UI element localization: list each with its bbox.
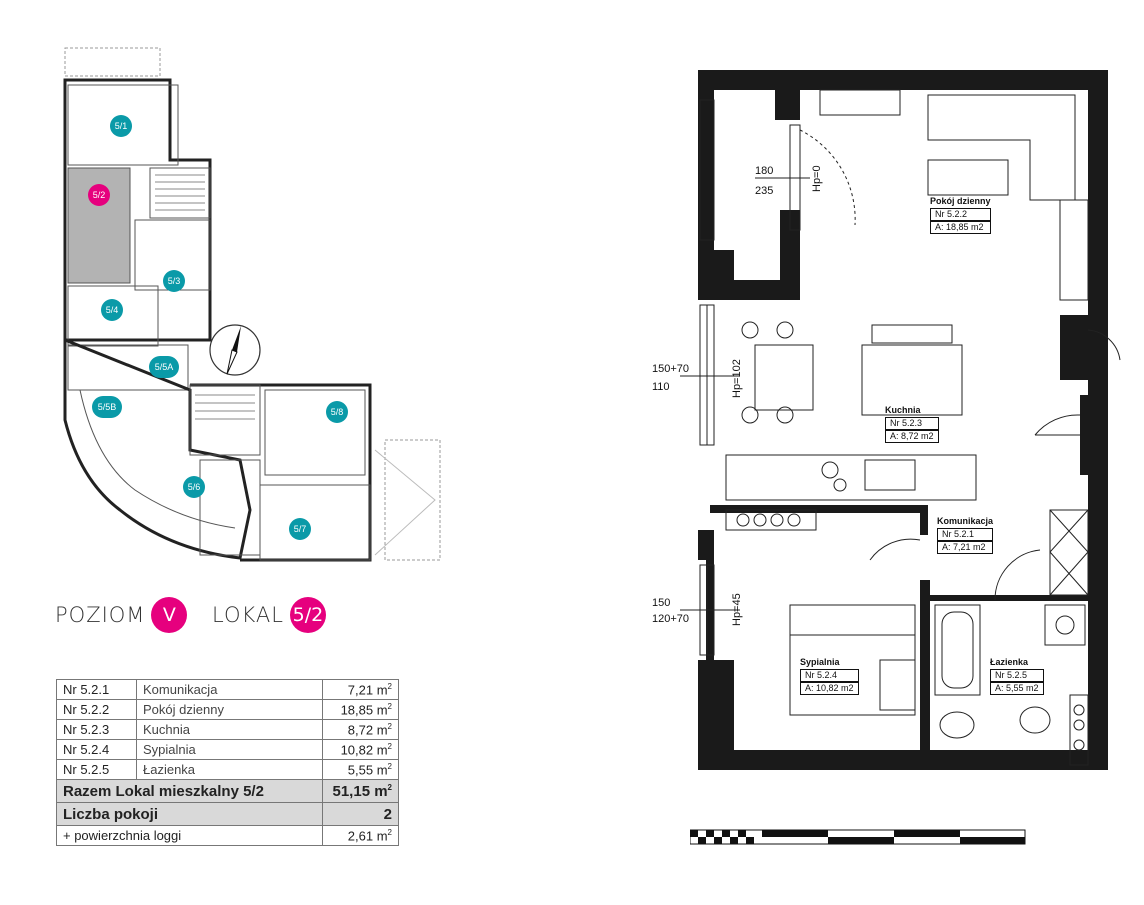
room-name: Pokój dzienny — [136, 699, 323, 720]
table-row: Nr 5.2.1 Komunikacja 7,21 m2 — [56, 679, 399, 700]
rooms-count-value: 2 — [322, 802, 399, 826]
unit-pin-5-7[interactable]: 5/7 — [289, 518, 311, 540]
total-label: Razem Lokal mieszkalny 5/2 — [56, 779, 323, 803]
table-row: Nr 5.2.2 Pokój dzienny 18,85 m2 — [56, 699, 399, 720]
room-nr: Nr 5.2.5 — [56, 759, 137, 780]
total-area: 51,15 m2 — [322, 779, 399, 803]
room-area: 5,55 m2 — [322, 759, 399, 780]
unit-word: LOKAL — [212, 603, 284, 627]
dim-bedroom-bottom: 120+70 — [652, 613, 690, 625]
unit-heading: LOKAL 5/2 — [212, 597, 326, 633]
dim-bedroom-hp: Hp=45 — [731, 593, 743, 626]
level-heading: POZIOM V — [55, 597, 188, 633]
unit-pin-5-1[interactable]: 5/1 — [110, 115, 132, 137]
loggia-row: + powierzchnia loggi 2,61 m2 — [56, 825, 399, 846]
room-name: Łazienka — [136, 759, 323, 780]
level-badge: V — [151, 597, 188, 633]
unit-pin-5-6[interactable]: 5/6 — [183, 476, 205, 498]
dim-bedroom-top: 150 — [652, 597, 671, 609]
unit-pin-5-4[interactable]: 5/4 — [101, 299, 123, 321]
room-name: Kuchnia — [136, 719, 323, 740]
label-hallway: Komunikacja Nr 5.2.1 A: 7,21 m2 — [937, 516, 994, 554]
room-area: 7,21 m2 — [322, 679, 399, 700]
room-name: Komunikacja — [136, 679, 323, 700]
room-nr: Nr 5.2.4 — [56, 739, 137, 760]
table-row: Nr 5.2.3 Kuchnia 8,72 m2 — [56, 719, 399, 740]
room-area: 18,85 m2 — [322, 699, 399, 720]
rooms-count-label: Liczba pokoji — [56, 802, 323, 826]
dim-loggia-bottom: 235 — [755, 185, 774, 197]
unit-pin-5-8[interactable]: 5/8 — [326, 401, 348, 423]
scale-bar-icon — [690, 829, 1026, 845]
label-living-room: Pokój dzienny Nr 5.2.2 A: 18,85 m2 — [930, 196, 991, 234]
dim-kitchen-bottom: 110 — [652, 381, 670, 393]
room-area: 8,72 m2 — [322, 719, 399, 740]
loggia-area: 2,61 m2 — [322, 825, 399, 846]
unit-pin-5-5a[interactable]: 5/5A — [149, 356, 179, 378]
room-nr: Nr 5.2.3 — [56, 719, 137, 740]
label-bedroom: Sypialnia Nr 5.2.4 A: 10,82 m2 — [800, 657, 859, 695]
unit-pin-5-3[interactable]: 5/3 — [163, 270, 185, 292]
rooms-count-row: Liczba pokoji 2 — [56, 802, 399, 826]
level-word: POZIOM — [55, 603, 146, 627]
unit-pin-5-2[interactable]: 5/2 — [88, 184, 110, 206]
dim-loggia-hp: Hp=0 — [811, 165, 823, 192]
unit-badge: 5/2 — [289, 597, 326, 633]
dim-kitchen-top: 150+70 — [652, 363, 690, 375]
label-bathroom: Łazienka Nr 5.2.5 A: 5,55 m2 — [990, 657, 1044, 695]
room-nr: Nr 5.2.1 — [56, 679, 137, 700]
room-name: Sypialnia — [136, 739, 323, 760]
room-area: 10,82 m2 — [322, 739, 399, 760]
table-row: Nr 5.2.4 Sypialnia 10,82 m2 — [56, 739, 399, 760]
unit-pin-5-5b[interactable]: 5/5B — [92, 396, 122, 418]
dim-loggia-top: 180 — [755, 165, 774, 177]
room-nr: Nr 5.2.2 — [56, 699, 137, 720]
label-kitchen: Kuchnia Nr 5.2.3 A: 8,72 m2 — [885, 405, 939, 443]
rooms-table: Nr 5.2.1 Komunikacja 7,21 m2 Nr 5.2.2 Po… — [56, 679, 399, 846]
north-arrow-icon — [209, 324, 261, 376]
table-row: Nr 5.2.5 Łazienka 5,55 m2 — [56, 759, 399, 780]
total-row: Razem Lokal mieszkalny 5/2 51,15 m2 — [56, 779, 399, 803]
floor-plan — [680, 70, 1121, 770]
loggia-label: + powierzchnia loggi — [56, 825, 323, 846]
dim-kitchen-hp: Hp=102 — [731, 359, 743, 398]
